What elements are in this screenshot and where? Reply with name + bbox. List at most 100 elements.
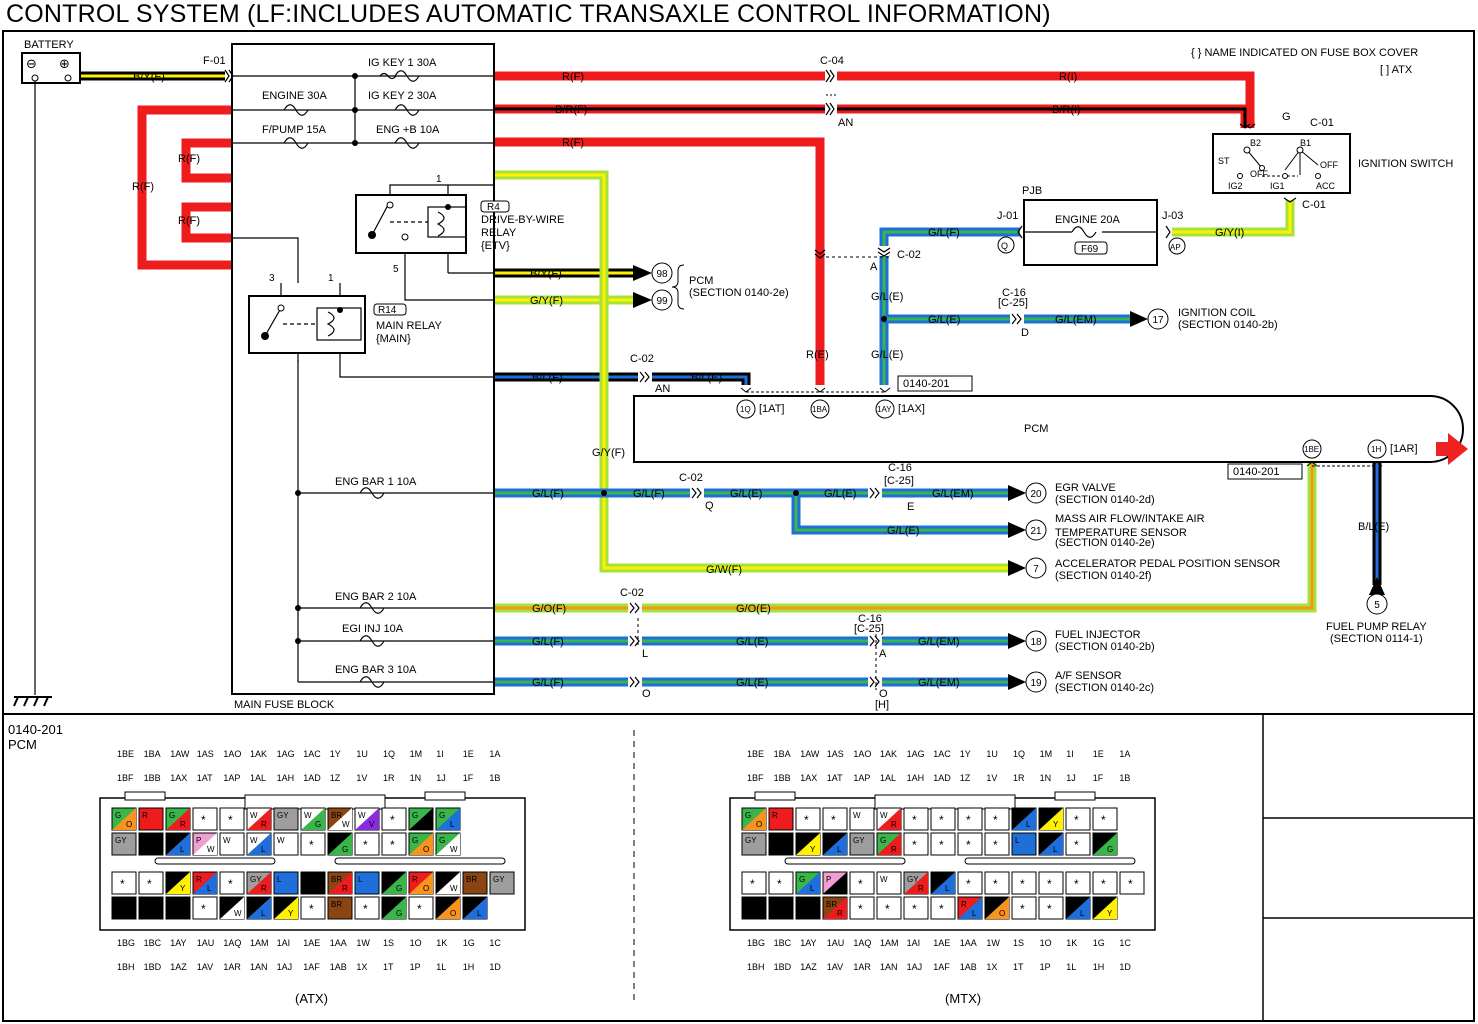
svg-text:G: G (745, 811, 751, 820)
svg-text:*: * (390, 813, 395, 827)
svg-text:W: W (342, 820, 350, 829)
conn-c01-bottom: C-01 (1302, 199, 1326, 211)
pin-label: 1X (986, 962, 997, 972)
pin-label: 1P (410, 962, 421, 972)
pin-label: 1AJ (277, 962, 293, 972)
wire-rf2: R(F) (562, 137, 584, 149)
svg-text:BR: BR (331, 811, 342, 820)
dest-maf-sec: (SECTION 0140-2e) (1055, 537, 1155, 549)
connector-pin: B (165, 896, 191, 920)
connector-pin: GR (165, 807, 191, 831)
connector-pin: * (1065, 871, 1091, 895)
svg-text:B: B (1096, 900, 1101, 909)
connector-pin: BL (822, 832, 848, 856)
pin-label: 1BE (747, 749, 764, 759)
page-title: CONTROL SYSTEM (LF:INCLUDES AUTOMATIC TR… (6, 0, 1051, 28)
conn-l-pin: L (642, 648, 648, 660)
connector-pin: * (1011, 896, 1037, 920)
dest-maf2: TEMPERATURE SENSOR (1055, 527, 1187, 539)
wire-gle-3: G/L(E) (871, 349, 903, 361)
svg-text:G: G (412, 836, 418, 845)
svg-text:B: B (115, 900, 120, 909)
connector-pin: PW (192, 832, 218, 856)
connector-pin: BRR (822, 896, 848, 920)
svg-text:W: W (450, 845, 458, 854)
pin-label: 1M (410, 749, 423, 759)
connector-pin: BL (1038, 832, 1064, 856)
svg-text:R: R (196, 875, 202, 884)
connector-pin: BG (327, 832, 353, 856)
connector-pin: BL (462, 896, 488, 920)
svg-text:GY: GY (493, 875, 505, 884)
svg-text:*: * (1101, 877, 1106, 891)
svg-text:B: B (466, 900, 471, 909)
svg-text:*: * (1020, 902, 1025, 916)
svg-text:*: * (309, 838, 314, 852)
svg-text:B: B (331, 836, 336, 845)
pin-label: 1AC (303, 749, 321, 759)
pcm-pin-1at: [1AT] (759, 403, 784, 415)
svg-text:R: R (772, 811, 778, 820)
wire-glem-1: G/L(EM) (1055, 314, 1097, 326)
battery-minus-icon: ⊖ (26, 56, 37, 71)
svg-text:R: R (142, 811, 148, 820)
pin-label: 1Y (330, 749, 341, 759)
svg-text:B: B (439, 875, 444, 884)
svg-text:*: * (939, 902, 944, 916)
svg-text:W: W (223, 836, 231, 845)
dbw-relay-pin5: 5 (393, 264, 399, 275)
wire-gyi: G/Y(I) (1215, 227, 1244, 239)
connector-pin: B (795, 896, 821, 920)
pcm-pin-1ba: 1BA (812, 405, 828, 414)
svg-text:G: G (169, 811, 175, 820)
wire-gyf-vert: G/Y(F) (592, 447, 625, 459)
wire-glem-af: G/L(EM) (918, 677, 960, 689)
dest-pcm-label: PCM (689, 275, 713, 287)
pin-label: 1BH (117, 962, 135, 972)
wire-rf-a: R(F) (178, 153, 200, 165)
connector-pin: BG (1092, 832, 1118, 856)
ign-terminal-st: ST (1218, 156, 1230, 166)
pin-label: 1AM (880, 938, 899, 948)
ground-icon (13, 696, 52, 707)
connector-pin: * (984, 807, 1010, 831)
pin-label: 1BB (774, 773, 791, 783)
ign-terminal-ig2: IG2 (1228, 181, 1243, 191)
svg-text:*: * (966, 813, 971, 827)
pcm-block (633, 395, 1464, 463)
svg-text:*: * (939, 813, 944, 827)
pin-label: 1W (356, 938, 370, 948)
svg-text:P: P (826, 875, 831, 884)
svg-text:G: G (315, 820, 321, 829)
pin-label: 1AW (170, 749, 190, 759)
svg-text:L: L (261, 909, 266, 918)
continue-arrow-icon (1436, 433, 1468, 465)
pin-label: 1AR (223, 962, 241, 972)
fuse-ig-key2: IG KEY 2 30A (368, 90, 437, 102)
ign-terminal-off2: OFF (1250, 169, 1268, 179)
conn-c02-c: C-02 (679, 472, 703, 484)
svg-text:O: O (126, 820, 132, 829)
conn-c25-top: [C-25] (998, 297, 1028, 309)
ign-terminal-acc: ACC (1316, 181, 1336, 191)
pin-label: 1Z (960, 773, 971, 783)
svg-text:*: * (1047, 877, 1052, 891)
dest-egr: EGR VALVE (1055, 482, 1116, 494)
connector-pin: BL (930, 871, 956, 895)
connector-pin: * (1065, 807, 1091, 831)
dest-98: 98 (656, 269, 668, 280)
pjb-fuse-icon (1071, 226, 1097, 238)
dest-maf1: MASS AIR FLOW/INTAKE AIR (1055, 513, 1205, 525)
svg-text:W: W (234, 909, 242, 918)
pin-label: 1AK (880, 749, 897, 759)
pin-label: 1BF (117, 773, 134, 783)
connector-pin: * (138, 871, 164, 895)
wire-gle-c02: G/L(E) (730, 488, 762, 500)
connector-pin: * (984, 871, 1010, 895)
dest-5: 5 (1374, 600, 1380, 611)
pjb-pin-q: Q (1001, 241, 1008, 251)
svg-text:*: * (939, 838, 944, 852)
wire-rf1: R(F) (562, 71, 584, 83)
pin-label: 1Q (1013, 749, 1025, 759)
